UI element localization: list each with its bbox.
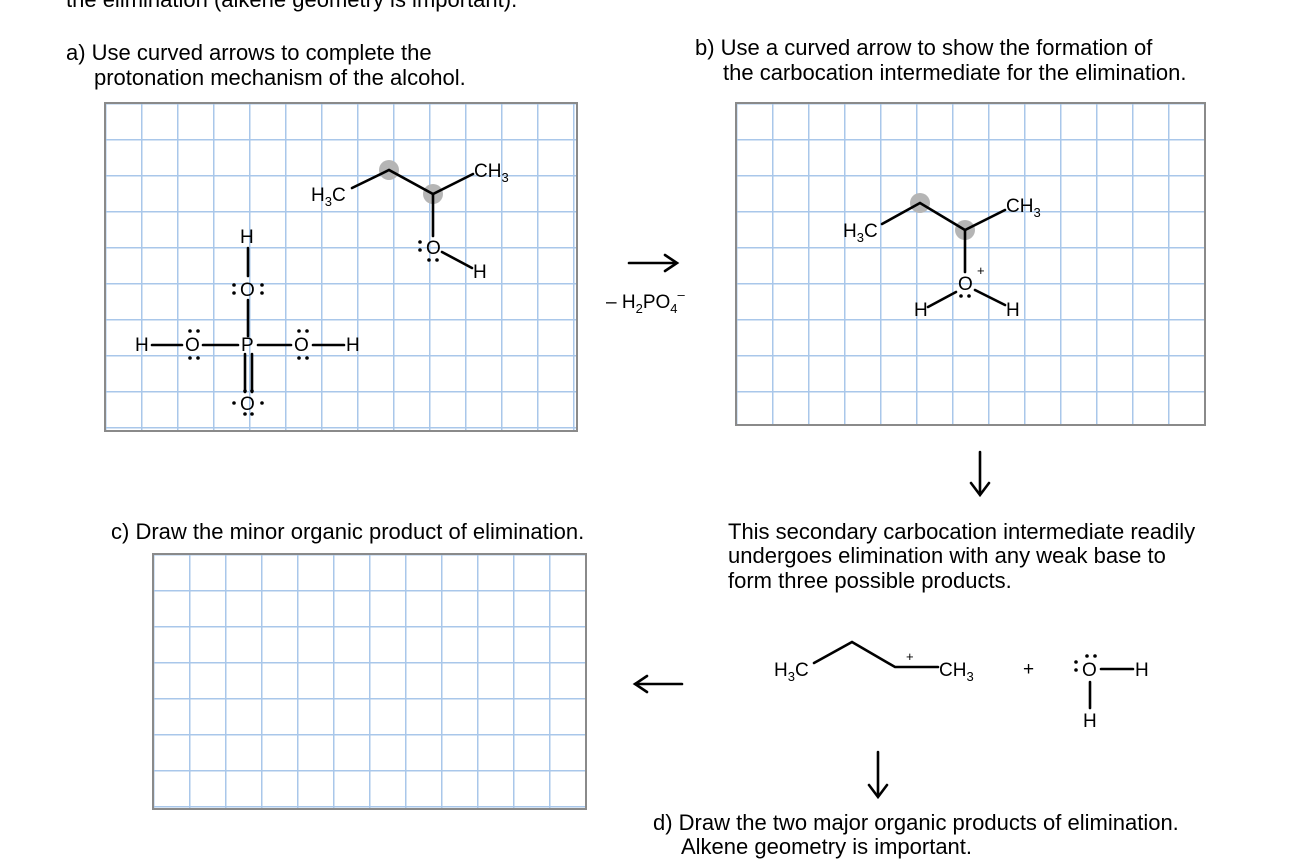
info-line3: form three possible products. — [728, 568, 1012, 593]
atom-ch3-c: CH3 — [939, 660, 974, 684]
byproduct-label: – H2PO4– — [606, 287, 686, 316]
atom-ch3-b: CH3 — [1006, 196, 1041, 220]
atom-h3c-c: H3C — [774, 660, 809, 684]
water-molecule: O H H — [1074, 654, 1149, 732]
carbocation-molecule: H3C + CH3 — [774, 640, 974, 684]
atom-h3c-b: H3C — [843, 221, 878, 245]
reaction-arrow-down-1 — [969, 450, 991, 498]
atom-h-alcohol: H — [473, 262, 487, 283]
info-line2: undergoes elimination with any weak base… — [728, 543, 1166, 568]
drawing-canvas-c[interactable] — [152, 553, 587, 810]
atom-h-top: H — [240, 227, 254, 248]
reaction-arrow-left — [632, 674, 684, 694]
atom-h-water-right: H — [1135, 660, 1149, 681]
atom-o-bottom: O — [240, 394, 255, 415]
part-b-instruction-line2: the carbocation intermediate for the eli… — [723, 60, 1187, 85]
atom-o-left: O — [185, 335, 200, 356]
part-d-instruction-line2: Alkene geometry is important. — [681, 834, 973, 859]
header-fragment: the elimination (alkene geometry is impo… — [66, 0, 517, 12]
atom-o-water: O — [1082, 660, 1097, 681]
phosphoric-acid-molecule: H O H O P O H O — [135, 227, 360, 416]
alcohol-molecule: H3C CH3 O H — [311, 160, 509, 283]
atom-h-oxonium-right: H — [1006, 300, 1020, 321]
atom-o-alcohol: O — [426, 238, 441, 259]
charge-plus-carbocation: + — [906, 649, 914, 664]
part-b-instruction-line1: b) Use a curved arrow to show the format… — [695, 35, 1153, 60]
atom-h-right: H — [346, 335, 360, 356]
part-d-instruction-line1: d) Draw the two major organic products o… — [653, 810, 1179, 835]
reaction-arrow-right — [627, 253, 680, 273]
info-line1: This secondary carbocation intermediate … — [728, 519, 1196, 544]
atom-p: P — [241, 335, 254, 356]
drawing-canvas-a[interactable] — [104, 102, 578, 432]
charge-plus-oxonium: + — [977, 263, 985, 278]
part-a-instruction-line1: a) Use curved arrows to complete the — [66, 40, 432, 65]
atom-o-right: O — [294, 335, 309, 356]
atom-ch3-a: CH3 — [474, 161, 509, 185]
atom-h-oxonium-left: H — [914, 300, 928, 321]
atom-h3c-a: H3C — [311, 185, 346, 209]
plus-sign: + — [1023, 659, 1034, 680]
atom-o-top: O — [240, 280, 255, 301]
part-c-instruction: c) Draw the minor organic product of eli… — [111, 519, 585, 544]
reaction-arrow-down-2 — [867, 750, 889, 800]
oxonium-molecule: H3C CH3 O + H H — [843, 193, 1041, 321]
part-a-instruction-line2: protonation mechanism of the alcohol. — [94, 65, 466, 90]
atom-h-water-bottom: H — [1083, 711, 1097, 732]
atom-o-oxonium: O — [958, 274, 973, 295]
drawing-canvas-b[interactable] — [735, 102, 1206, 426]
atom-h-left: H — [135, 335, 149, 356]
